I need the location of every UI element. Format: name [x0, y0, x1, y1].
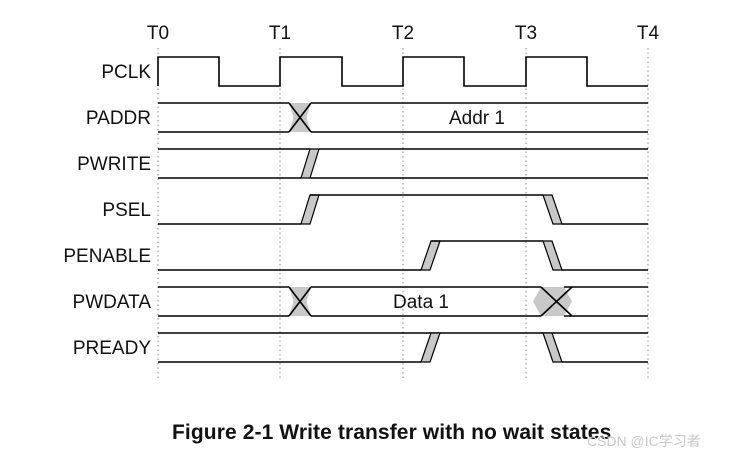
signal-names: PCLK PADDR PWRITE PSEL PENABLE PWDATA PR… — [63, 62, 151, 359]
signal-name-paddr: PADDR — [86, 108, 151, 129]
pwdata-value-label: Data 1 — [393, 292, 449, 313]
time-guides — [157, 48, 649, 378]
paddr-value-label: Addr 1 — [449, 108, 505, 129]
time-label-t3: T3 — [515, 23, 537, 44]
waveform-penable — [158, 240, 648, 271]
signal-name-pready: PREADY — [73, 338, 151, 359]
waveform-pready — [158, 332, 648, 363]
signal-name-pclk: PCLK — [101, 62, 151, 83]
waveform-psel — [158, 194, 648, 225]
time-label-t4: T4 — [637, 23, 660, 44]
watermark: CSDN @IC学习者 — [587, 433, 701, 449]
time-label-t0: T0 — [147, 23, 169, 44]
waveform-pwrite — [158, 148, 648, 179]
time-label-t1: T1 — [269, 23, 291, 44]
signal-name-pwrite: PWRITE — [77, 154, 151, 175]
time-labels: T0 T1 T2 T3 T4 — [147, 23, 660, 44]
waveform-paddr — [158, 102, 648, 133]
waveform-pclk — [157, 56, 648, 87]
time-label-t2: T2 — [392, 23, 414, 44]
signal-name-pwdata: PWDATA — [73, 292, 152, 313]
figure-caption: Figure 2-1 Write transfer with no wait s… — [172, 421, 612, 444]
waveform-pwdata — [158, 286, 648, 317]
signal-name-psel: PSEL — [102, 200, 151, 221]
signal-name-penable: PENABLE — [63, 246, 151, 267]
